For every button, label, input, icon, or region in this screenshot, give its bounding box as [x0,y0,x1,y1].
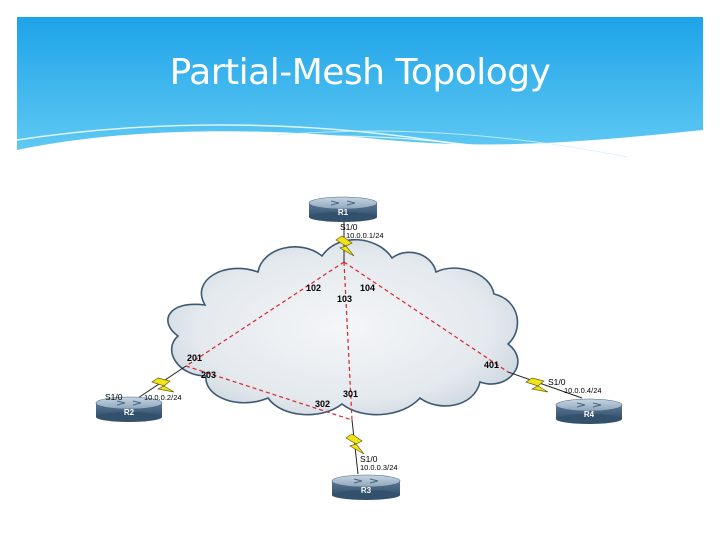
dlci-203: 203 [201,370,216,380]
frame-relay-cloud [167,238,519,416]
r1-interface-label: S1/0 [340,222,358,232]
r2-ip-label: 10.0.0.2/24 [144,393,182,402]
router-r1[interactable]: R1 [308,196,378,222]
pvc-links [185,261,509,421]
lightning-bolt-icon [335,235,355,257]
router-icon [95,396,163,422]
pvc-r1-r3 [343,261,353,421]
router-r3[interactable]: R3 [331,474,401,500]
dlci-301: 301 [343,389,358,399]
router-name: R3 [361,486,372,495]
dlci-102: 102 [306,283,321,293]
r3-interface-label: S1/0 [360,454,378,464]
router-icon [331,474,401,500]
r1-ip-label: 10.0.0.1/24 [346,231,384,240]
dlci-401: 401 [484,360,499,370]
dlci-104: 104 [360,283,375,293]
router-r4[interactable]: R4 [555,398,623,424]
serial-cable-r4 [507,371,583,399]
r4-interface-label: S1/0 [548,377,566,387]
router-icon [555,398,623,424]
dlci-201: 201 [187,353,202,363]
router-name: R1 [338,208,349,217]
pvc-r2-r3 [185,365,353,421]
pvc-r1-r4 [343,261,509,373]
pvc-r1-r2 [185,261,345,367]
title-banner [17,17,703,192]
dlci-302: 302 [315,399,330,409]
router-r2[interactable]: R2 [95,396,163,422]
lightning-bolt-icon [345,433,365,455]
router-name: R2 [124,408,135,417]
lightning-bolt-icon [525,377,549,393]
lightning-bolt-icon [151,377,175,393]
r4-ip-label: 10.0.0.4/24 [564,386,602,395]
router-icon [308,196,378,222]
r2-interface-label: S1/0 [105,392,123,402]
slide-title: Partial-Mesh Topology [169,52,551,93]
r3-ip-label: 10.0.0.3/24 [360,463,398,472]
dlci-103: 103 [337,294,352,304]
title-banner-graphic [17,17,703,192]
router-name: R4 [584,410,595,419]
